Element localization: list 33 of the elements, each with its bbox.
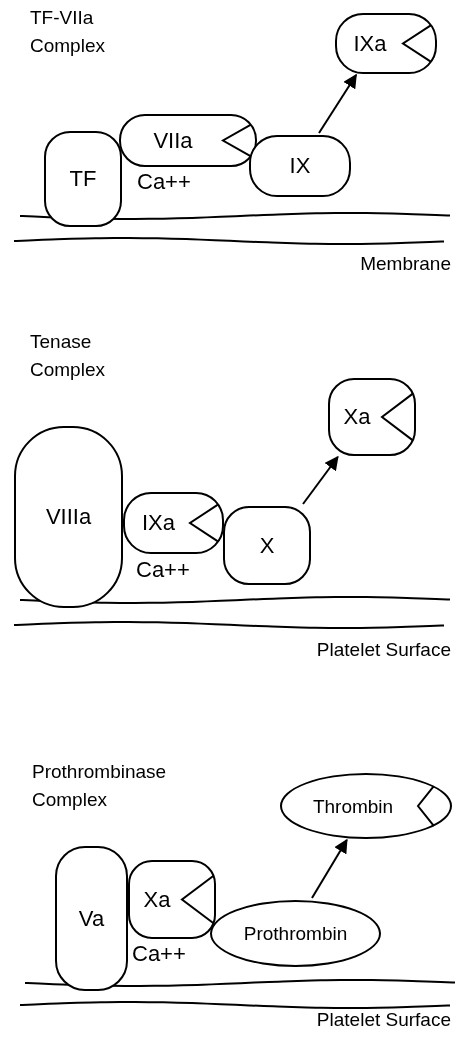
protein-label: Thrombin <box>312 796 394 816</box>
protein-box <box>328 378 416 456</box>
protein-box <box>128 860 216 939</box>
text-label: Platelet Surface <box>315 638 451 662</box>
protein-label: Prothrombin <box>243 924 348 943</box>
text-label: Membrane <box>359 252 451 276</box>
protein-label: VIIa <box>153 129 193 152</box>
text-label: Ca++ <box>132 940 187 968</box>
text-label: Tenase Complex <box>30 330 106 382</box>
protein-box <box>55 846 128 991</box>
arrow <box>311 838 348 899</box>
text-label: Prothrombinase Complex <box>32 760 168 812</box>
protein-box <box>123 492 224 554</box>
protein-box <box>223 506 311 585</box>
protein-label: Xa <box>343 406 371 428</box>
protein-box <box>119 114 257 167</box>
protein-box <box>335 13 437 74</box>
protein-box <box>44 131 122 227</box>
arrow <box>302 455 339 505</box>
protein-label: TF <box>69 168 97 190</box>
protein-label: X <box>259 534 275 557</box>
protein-label: Va <box>78 907 105 930</box>
protein-label: IX <box>289 155 311 177</box>
text-label: Platelet Surface <box>315 1008 451 1032</box>
protein-label: IXa <box>353 32 387 55</box>
arrow <box>318 73 358 134</box>
protein-label: IXa <box>142 512 175 534</box>
protein-label: VIIIa <box>45 506 92 528</box>
text-label: Ca++ <box>137 168 192 196</box>
protein-label: Xa <box>143 888 171 911</box>
text-label: Ca++ <box>136 556 191 584</box>
text-label: TF-VIIa Complex <box>30 6 106 58</box>
protein-box <box>249 135 351 197</box>
